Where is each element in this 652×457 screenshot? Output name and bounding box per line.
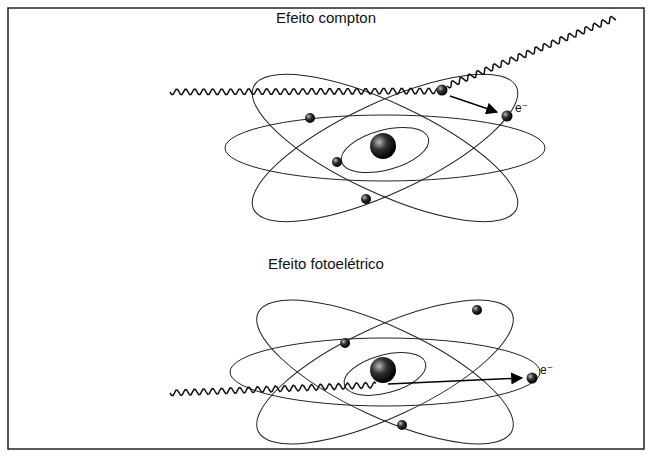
compton-atom [225, 46, 545, 250]
photoelectric-atom [230, 272, 540, 457]
section-heading: Efeito fotoelétrico [268, 256, 384, 273]
frame-border [8, 8, 644, 449]
electron-path [450, 96, 497, 112]
section-heading: Efeito compton [276, 10, 376, 27]
scattered-photon [447, 17, 616, 88]
particles [305, 85, 513, 205]
particles [340, 305, 538, 430]
incident-photon [170, 88, 437, 94]
electron-path [388, 378, 522, 384]
electron-label: e⁻ [540, 364, 553, 377]
incident-photon [170, 382, 376, 395]
electron-label: e⁻ [515, 102, 528, 115]
